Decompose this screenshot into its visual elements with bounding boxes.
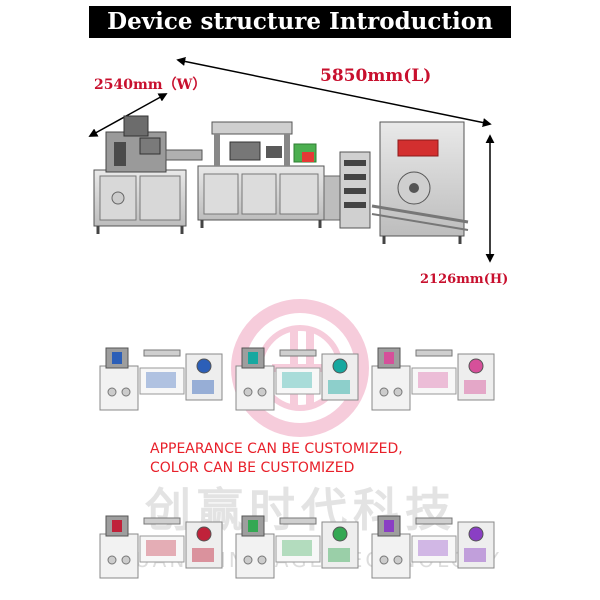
thumb-middle-panel bbox=[282, 372, 312, 388]
thumb-middle-panel bbox=[418, 540, 448, 556]
thumb-accent-part bbox=[112, 520, 122, 532]
color-variant-red bbox=[99, 515, 223, 579]
thumb-accent-part bbox=[112, 352, 122, 364]
thumb-middle-cabinet bbox=[411, 535, 457, 563]
thumb-right-panel bbox=[192, 548, 214, 562]
thumb-left-cabinet bbox=[371, 365, 411, 411]
thumb-accent-part bbox=[384, 352, 394, 364]
width-dimension-label: 2540mm（W） bbox=[94, 77, 207, 93]
thumb-knob bbox=[393, 387, 403, 397]
thumb-right-panel bbox=[328, 548, 350, 562]
thumb-middle-rail bbox=[415, 349, 453, 357]
thumb-knob bbox=[243, 555, 253, 565]
width-arrow bbox=[88, 93, 168, 137]
thumb-knob bbox=[121, 555, 131, 565]
thumb-middle-cabinet bbox=[275, 535, 321, 563]
color-variant-green bbox=[235, 515, 359, 579]
thumb-left-cabinet bbox=[99, 365, 139, 411]
notice-line-color: COLOR CAN BE CUSTOMIZED bbox=[150, 460, 355, 476]
thumb-middle-cabinet bbox=[411, 367, 457, 395]
color-variant-teal bbox=[235, 347, 359, 411]
thumb-right-panel bbox=[328, 380, 350, 394]
thumb-accent-part bbox=[248, 520, 258, 532]
thumb-middle-rail bbox=[143, 517, 181, 525]
customization-notice: APPEARANCE CAN BE CUSTOMIZED, COLOR CAN … bbox=[150, 440, 403, 478]
color-variant-blue bbox=[99, 347, 223, 411]
thumb-left-cabinet bbox=[235, 365, 275, 411]
thumb-roll bbox=[468, 526, 484, 542]
thumb-middle-rail bbox=[279, 517, 317, 525]
thumb-knob bbox=[107, 555, 117, 565]
left-module bbox=[93, 115, 203, 234]
color-variant-pink bbox=[371, 347, 495, 411]
thumb-middle-rail bbox=[279, 349, 317, 357]
thumb-roll bbox=[468, 358, 484, 374]
right-module bbox=[339, 121, 469, 244]
machine-illustration bbox=[88, 57, 495, 263]
thumb-middle-cabinet bbox=[139, 367, 185, 395]
thumb-knob bbox=[107, 387, 117, 397]
thumb-middle-rail bbox=[415, 517, 453, 525]
thumb-middle-cabinet bbox=[139, 535, 185, 563]
thumb-left-cabinet bbox=[371, 533, 411, 579]
thumb-middle-panel bbox=[418, 372, 448, 388]
thumb-middle-panel bbox=[282, 540, 312, 556]
thumb-left-cabinet bbox=[99, 533, 139, 579]
thumb-roll bbox=[196, 358, 212, 374]
color-variant-purple bbox=[371, 515, 495, 579]
thumb-middle-rail bbox=[143, 349, 181, 357]
thumb-accent-part bbox=[248, 352, 258, 364]
notice-line-appearance: APPEARANCE CAN BE CUSTOMIZED, bbox=[150, 441, 403, 457]
thumb-right-panel bbox=[464, 380, 486, 394]
thumb-roll bbox=[332, 358, 348, 374]
thumb-middle-cabinet bbox=[275, 367, 321, 395]
length-arrow bbox=[176, 57, 492, 127]
thumb-middle-panel bbox=[146, 372, 176, 388]
page-title: Device structure Introduction bbox=[89, 6, 511, 38]
thumb-left-cabinet bbox=[235, 533, 275, 579]
thumb-roll bbox=[332, 526, 348, 542]
length-dimension-label: 5850mm(L) bbox=[320, 66, 432, 86]
height-dimension-label: 2126mm(H) bbox=[420, 272, 509, 287]
thumb-knob bbox=[257, 555, 267, 565]
thumb-roll bbox=[196, 526, 212, 542]
thumb-right-panel bbox=[464, 548, 486, 562]
thumb-right-panel bbox=[192, 380, 214, 394]
thumb-knob bbox=[379, 555, 389, 565]
thumb-accent-part bbox=[384, 520, 394, 532]
thumb-middle-panel bbox=[146, 540, 176, 556]
middle-module bbox=[197, 121, 343, 228]
thumb-knob bbox=[257, 387, 267, 397]
thumb-knob bbox=[379, 387, 389, 397]
thumb-knob bbox=[393, 555, 403, 565]
thumb-knob bbox=[243, 387, 253, 397]
thumb-knob bbox=[121, 387, 131, 397]
